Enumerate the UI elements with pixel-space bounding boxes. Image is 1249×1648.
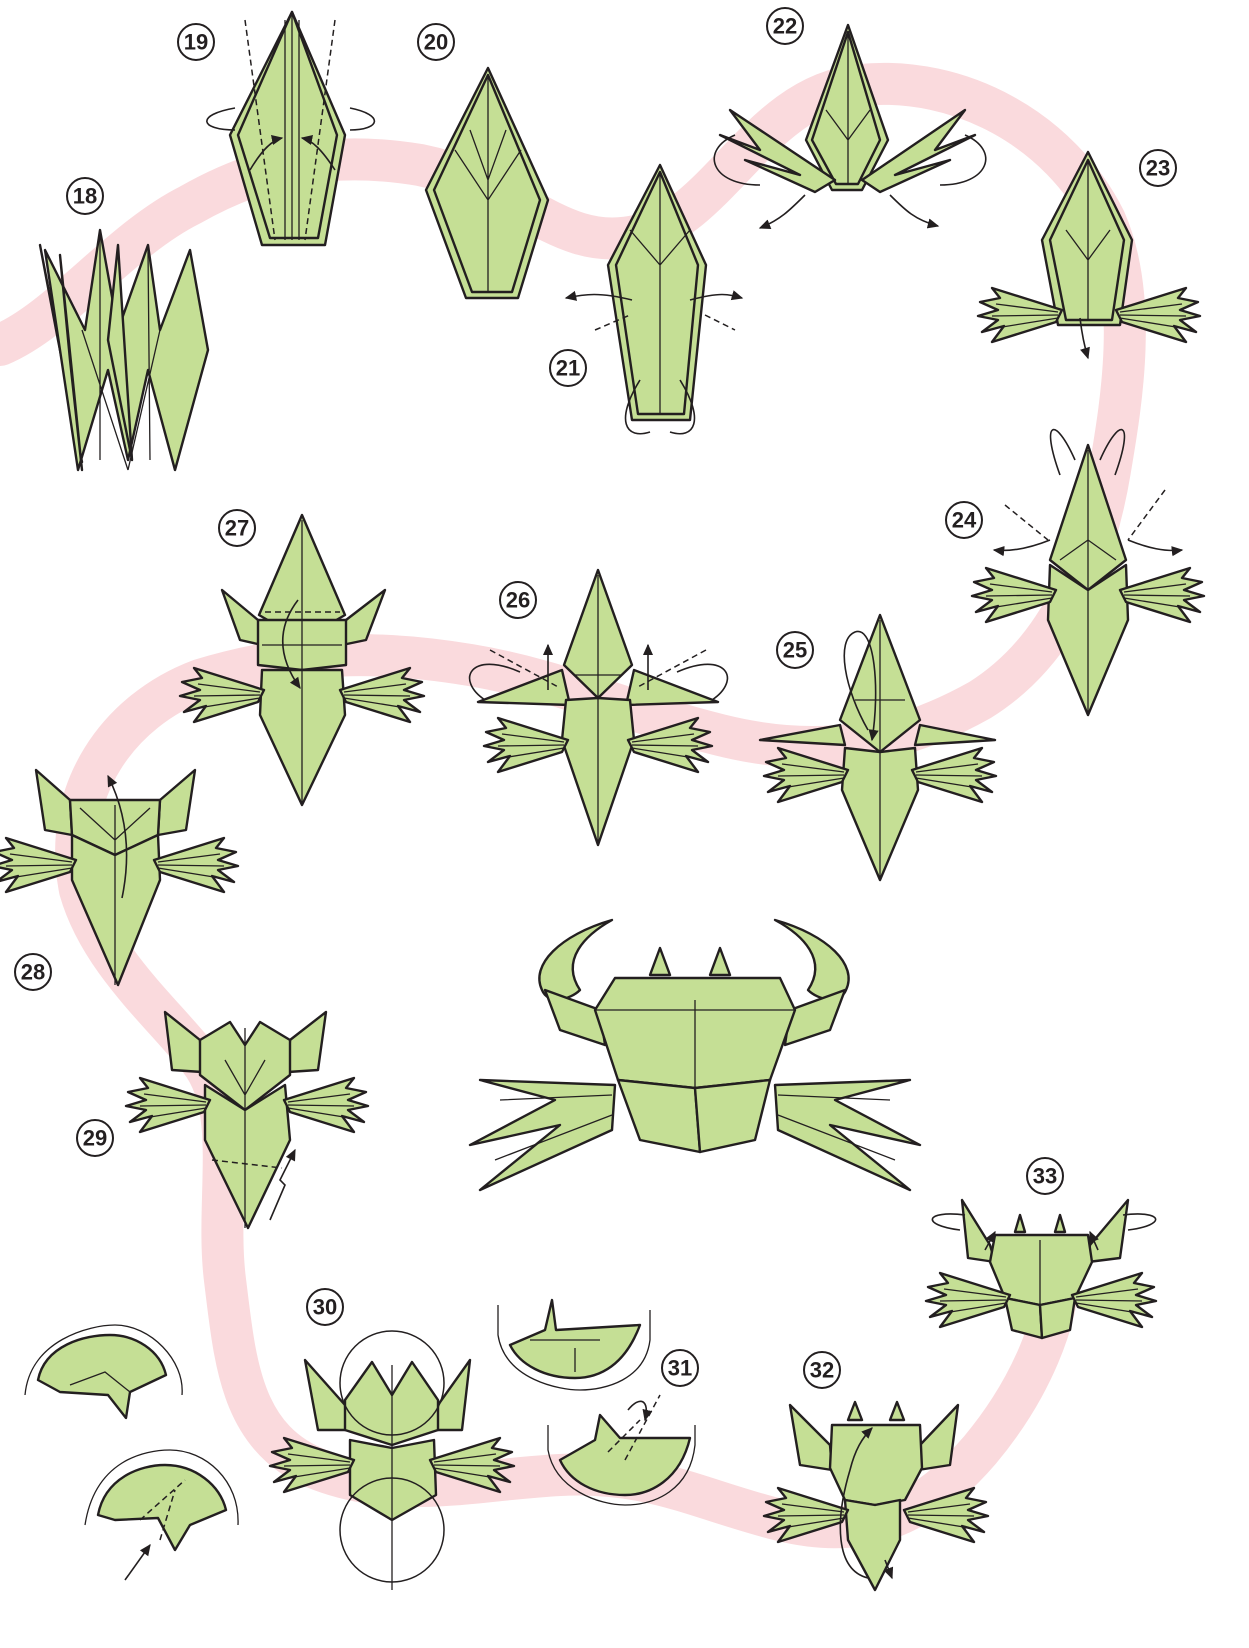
svg-text:33: 33 [1033,1164,1057,1189]
step-26-number: 26 [500,582,536,618]
step-22-number: 22 [767,8,803,44]
step-29-number: 29 [77,1120,113,1156]
step-33-figure [926,1200,1156,1338]
svg-text:23: 23 [1146,156,1170,181]
step-18-number: 18 [67,178,103,214]
step-33-number: 33 [1027,1158,1063,1194]
step-24-number: 24 [946,502,982,538]
step-31-number: 31 [662,1350,698,1386]
svg-text:25: 25 [783,638,807,663]
svg-text:32: 32 [810,1358,834,1383]
svg-text:31: 31 [668,1356,692,1381]
svg-text:20: 20 [424,30,448,55]
step-28-figure [0,770,238,985]
step-19-figure [207,12,375,245]
step-27-number: 27 [219,510,255,546]
step-22-figure [714,25,985,228]
svg-text:27: 27 [225,516,249,541]
detail-view-top-left [25,1325,182,1418]
svg-text:26: 26 [506,588,530,613]
svg-text:22: 22 [773,14,797,39]
step-30-figure [270,1331,514,1590]
step-21-number: 21 [550,350,586,386]
detail-view-bottom-left [85,1450,238,1580]
step-20-number: 20 [418,24,454,60]
finished-crab [470,920,920,1190]
step-30-number: 30 [307,1289,343,1325]
svg-text:29: 29 [83,1126,107,1151]
step-28-number: 28 [15,954,51,990]
svg-text:30: 30 [313,1295,337,1320]
step-19-number: 19 [178,24,214,60]
svg-text:28: 28 [21,960,45,985]
step-25-number: 25 [777,632,813,668]
step-20-figure [426,68,548,298]
svg-text:18: 18 [73,184,97,209]
step-31-detail-top [498,1300,650,1390]
step-32-figure [764,1402,988,1590]
svg-text:19: 19 [184,30,208,55]
step-32-number: 32 [804,1352,840,1388]
svg-text:24: 24 [952,508,977,533]
step-23-number: 23 [1140,150,1176,186]
svg-text:21: 21 [556,356,580,381]
